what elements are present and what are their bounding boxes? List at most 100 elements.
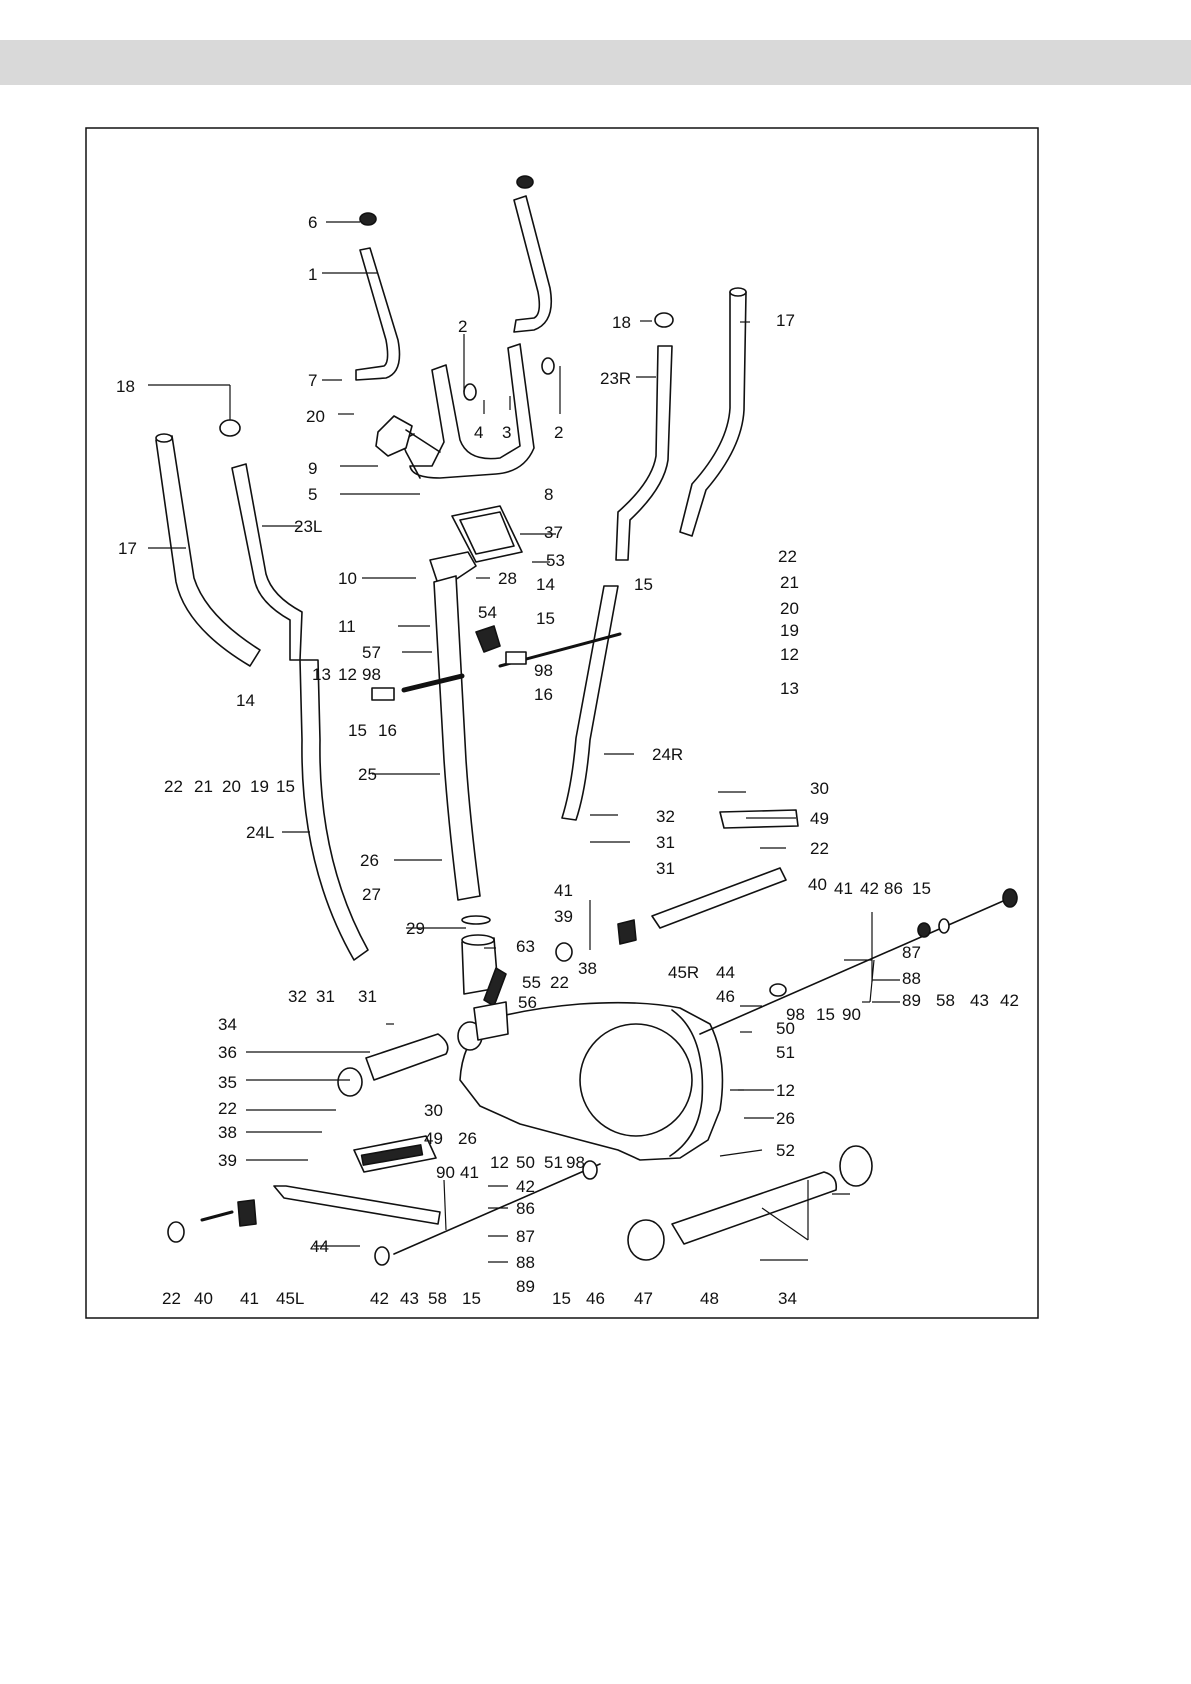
label-35: 35 (218, 1073, 237, 1092)
label-56: 56 (518, 993, 537, 1012)
label-13a: 13 (780, 679, 799, 698)
left-upper-arm-23L (231, 463, 303, 661)
label-98c: 98 (786, 1005, 805, 1024)
washer-58-right (938, 918, 950, 934)
right-end-cap-41 (617, 919, 637, 945)
label-30b: 30 (424, 1101, 443, 1120)
label-25: 25 (358, 765, 377, 784)
label-50b: 50 (516, 1153, 535, 1172)
right-lower-arm-24R (561, 585, 619, 821)
bushing-16-left (371, 687, 395, 701)
label-36: 36 (218, 1043, 237, 1062)
bushing-16-right (505, 651, 527, 665)
diagram-frame (85, 127, 1039, 1319)
label-49a: 49 (810, 809, 829, 828)
label-88b: 88 (516, 1253, 535, 1272)
label-14b: 14 (236, 691, 255, 710)
label-52: 52 (776, 1141, 795, 1160)
right-pedal-49 (719, 809, 799, 829)
label-90b: 90 (436, 1163, 455, 1182)
label-15d: 15 (276, 777, 295, 796)
label-12d: 12 (490, 1153, 509, 1172)
handle-cap-right (516, 175, 534, 189)
label-3: 3 (502, 423, 511, 442)
rear-stabilizer-48 (671, 1171, 838, 1245)
label-15a: 15 (634, 575, 653, 594)
label-6: 6 (308, 213, 317, 232)
right-upper-arm-23R (615, 345, 673, 561)
label-51b: 51 (544, 1153, 563, 1172)
label-98a: 98 (534, 661, 553, 680)
label-22a: 22 (778, 547, 797, 566)
label-15g: 15 (462, 1289, 481, 1308)
label-38b: 38 (218, 1123, 237, 1142)
label-41b: 41 (554, 881, 573, 900)
label-39a: 39 (554, 907, 573, 926)
label-53: 53 (546, 551, 565, 570)
label-45R: 45R (668, 963, 699, 982)
label-87b: 87 (516, 1227, 535, 1246)
label-45L: 45L (276, 1289, 304, 1308)
label-87a: 87 (902, 943, 921, 962)
bushing-46-right (769, 983, 787, 997)
part-labels: 6 1 2 2 3 4 7 20 9 5 8 18 18 17 17 23R 2… (116, 213, 1019, 1308)
label-24R: 24R (652, 745, 683, 764)
end-cap-35 (337, 1067, 363, 1097)
washer-2a (463, 383, 477, 401)
right-handle-tube-17 (679, 291, 747, 537)
label-20c: 20 (222, 777, 241, 796)
label-26a: 26 (360, 851, 379, 870)
label-63: 63 (516, 937, 535, 956)
label-98d: 98 (566, 1153, 585, 1172)
label-41d: 41 (240, 1289, 259, 1308)
label-31d: 31 (358, 987, 377, 1006)
label-44a: 44 (716, 963, 735, 982)
label-20b: 20 (780, 599, 799, 618)
label-23L: 23L (294, 517, 322, 536)
label-46b: 46 (586, 1289, 605, 1308)
label-18b: 18 (612, 313, 631, 332)
label-86a: 86 (884, 879, 903, 898)
label-22e: 22 (218, 1099, 237, 1118)
label-32b: 32 (288, 987, 307, 1006)
label-57: 57 (362, 643, 381, 662)
left-end-cap-41 (237, 1199, 257, 1227)
label-30a: 30 (810, 779, 829, 798)
leader-lines (148, 221, 900, 1263)
front-stabilizer-36 (365, 1033, 449, 1081)
label-46a: 46 (716, 987, 735, 1006)
housing-inner-edge (669, 1009, 704, 1157)
label-15f: 15 (816, 1005, 835, 1024)
main-mast-25 (433, 575, 481, 901)
label-21a: 21 (780, 573, 799, 592)
label-51a: 51 (776, 1043, 795, 1062)
label-15b: 15 (536, 609, 555, 628)
label-12a: 12 (780, 645, 799, 664)
label-34b: 34 (778, 1289, 797, 1308)
left-pedal-tread (360, 1144, 424, 1166)
label-22b: 22 (164, 777, 183, 796)
rear-cap-47 (627, 1219, 665, 1261)
sensor-bracket-56 (473, 1001, 509, 1041)
label-14a: 14 (536, 575, 555, 594)
left-handle-tube-17 (155, 435, 261, 667)
label-47: 47 (634, 1289, 653, 1308)
label-16b: 16 (378, 721, 397, 740)
label-20a: 20 (306, 407, 325, 426)
cap-18-left (219, 419, 241, 437)
header-band (0, 40, 1191, 85)
label-28: 28 (498, 569, 517, 588)
label-40a: 40 (808, 875, 827, 894)
label-19a: 19 (780, 621, 799, 640)
left-upper-handle (355, 247, 401, 381)
label-54: 54 (478, 603, 497, 622)
label-2a: 2 (458, 317, 467, 336)
label-17a: 17 (118, 539, 137, 558)
label-4: 4 (474, 423, 483, 442)
label-17b: 17 (776, 311, 795, 330)
label-8: 8 (544, 485, 553, 504)
label-90a: 90 (842, 1005, 861, 1024)
label-29: 29 (406, 919, 425, 938)
left-axle-line (393, 1163, 601, 1255)
